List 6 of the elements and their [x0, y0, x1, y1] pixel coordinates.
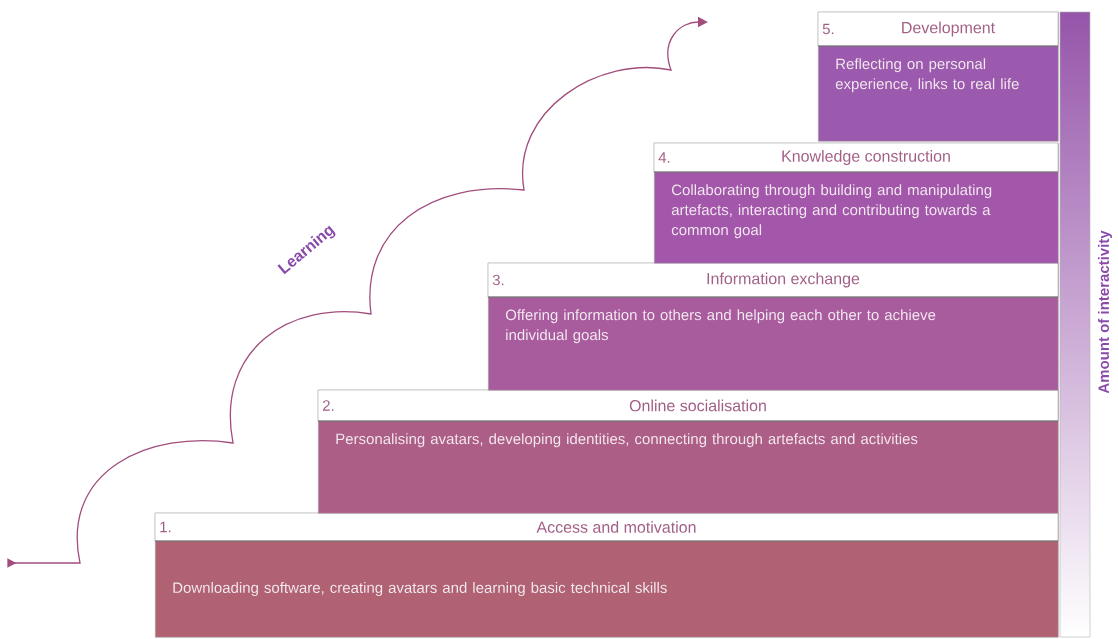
stage-box: 2. Online socialisation Personalising avatars, developing identities, connecting through artefacts and activities: [317, 389, 1059, 514]
stage-box: 5. Development Reflecting on personal experience, links to real life: [817, 11, 1059, 142]
axis-label: Amount of interactivity: [1098, 230, 1112, 394]
stage-box: 1. Access and motivation Downloading software, creating avatars and learning basic technical skills: [154, 512, 1059, 638]
stage-box: 4. Knowledge construction Collaborating through building and manipulating artefacts, interacting and contributing towards a common goal: [653, 142, 1059, 264]
stage-box: 3. Information exchange Offering information to others and helping each other to achieve individual goals: [487, 262, 1059, 391]
